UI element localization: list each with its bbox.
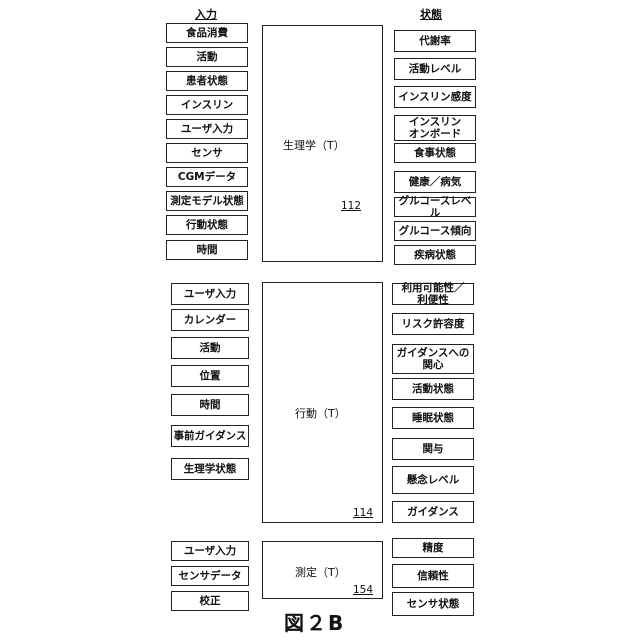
behavior-model-label: 行動（T） [295,405,346,421]
behavior-state-box-7: 懸念レベル [392,466,474,494]
behavior-state-box-3: ガイダンスへの 関心 [392,344,474,374]
measurement-input-box-1: ユーザ入力 [171,541,249,561]
physiology-input-box-2: 活動 [166,47,248,67]
physiology-input-box-7: CGMデータ [166,167,248,187]
behavior-input-box-5: 時間 [171,394,249,416]
behavior-input-box-3: 活動 [171,337,249,359]
measurement-model-label: 測定（T） [295,564,346,580]
physiology-model-ref: 112 [341,200,361,212]
physiology-state-box-9: 疾病状態 [394,245,476,265]
physiology-state-box-4: インスリン オンボード [394,115,476,141]
behavior-state-box-1: 利用可能性／ 利便性 [392,283,474,305]
physiology-input-box-1: 食品消費 [166,23,248,43]
behavior-state-box-8: ガイダンス [392,501,474,523]
physiology-model-label: 生理学（T） [283,137,345,153]
physiology-input-box-4: インスリン [166,95,248,115]
physiology-state-box-3: インスリン感度 [394,86,476,108]
behavior-input-box-2: カレンダー [171,309,249,331]
measurement-state-box-3: センサ状態 [392,592,474,616]
physiology-input-box-3: 患者状態 [166,71,248,91]
behavior-model-ref: 114 [353,507,373,519]
state-header: 状態 [420,6,442,22]
physiology-state-box-5: 食事状態 [394,143,476,163]
physiology-state-box-1: 代謝率 [394,30,476,52]
measurement-model-ref: 154 [353,584,373,596]
behavior-input-box-6: 事前ガイダンス [171,425,249,447]
measurement-input-box-2: センサデータ [171,566,249,586]
behavior-state-box-2: リスク許容度 [392,313,474,335]
input-header: 入力 [195,6,217,22]
figure-label: 図２B [284,607,345,636]
physiology-input-box-10: 時間 [166,240,248,260]
measurement-input-box-3: 校正 [171,591,249,611]
physiology-input-box-5: ユーザ入力 [166,119,248,139]
behavior-input-box-7: 生理学状態 [171,458,249,480]
physiology-state-box-8: グルコース傾向 [394,221,476,241]
behavior-model-box: 行動（T） 114 [262,282,383,523]
physiology-input-box-9: 行動状態 [166,215,248,235]
physiology-model-box: 生理学（T） 112 [262,25,383,262]
behavior-input-box-1: ユーザ入力 [171,283,249,305]
physiology-state-box-7: グルコースレベル [394,197,476,217]
measurement-state-box-1: 精度 [392,538,474,558]
behavior-state-box-4: 活動状態 [392,378,474,400]
behavior-state-box-5: 睡眠状態 [392,407,474,429]
physiology-state-box-6: 健康／病気 [394,171,476,193]
measurement-state-box-2: 信頼性 [392,564,474,588]
physiology-input-box-8: 測定モデル状態 [166,191,248,211]
physiology-input-box-6: センサ [166,143,248,163]
behavior-input-box-4: 位置 [171,365,249,387]
physiology-state-box-2: 活動レベル [394,58,476,80]
measurement-model-box: 測定（T） 154 [262,541,383,599]
behavior-state-box-6: 関与 [392,438,474,460]
